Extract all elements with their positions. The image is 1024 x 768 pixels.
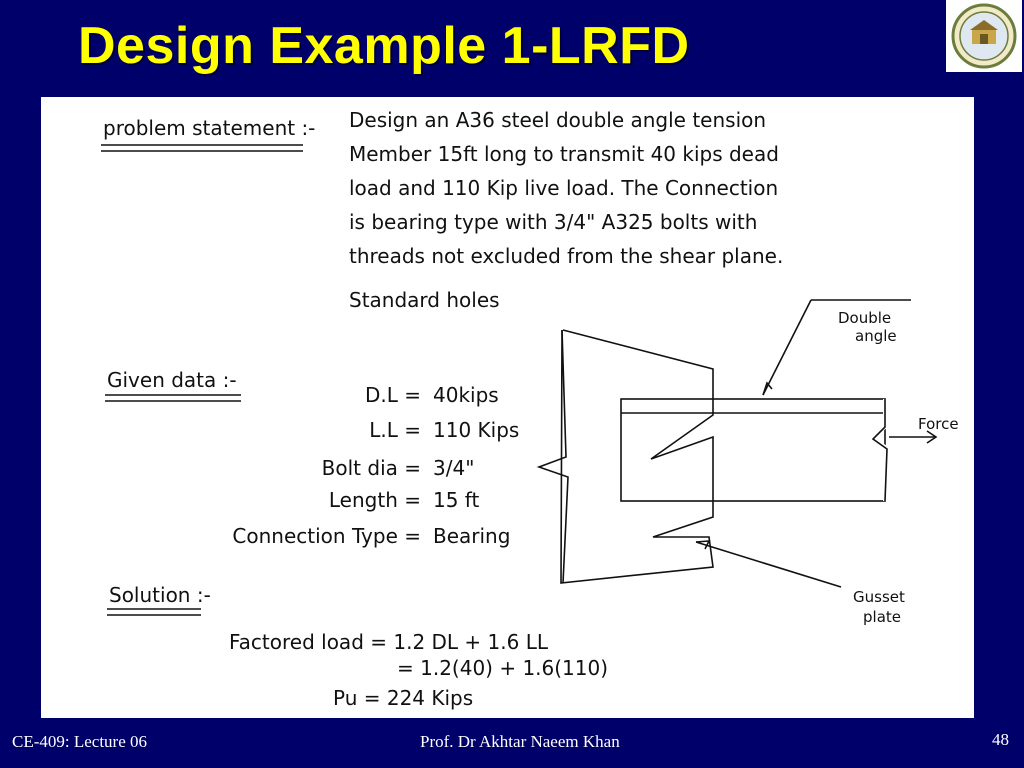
given-value: Bearing (433, 524, 510, 548)
problem-statement-heading: problem statement :- (103, 116, 315, 140)
gusset-plate-notch (536, 329, 569, 584)
double-angle-member (620, 398, 886, 502)
given-label: L.L = (369, 418, 421, 442)
solution-line: Pu = 224 Kips (333, 686, 473, 710)
university-seal-icon (951, 3, 1017, 69)
given-value: 40kips (433, 383, 499, 407)
university-logo (946, 0, 1022, 72)
gusset-plate-leader (695, 541, 842, 588)
double-angle-label: Double (838, 309, 891, 327)
footer-author: Prof. Dr Akhtar Naeem Khan (420, 732, 620, 751)
problem-line: load and 110 Kip live load. The Connecti… (349, 176, 778, 200)
problem-line: Standard holes (349, 288, 500, 312)
double-angle-label: angle (855, 327, 897, 345)
solution-line: = 1.2(40) + 1.6(110) (397, 656, 608, 680)
given-value: 3/4" (433, 456, 474, 480)
problem-line: Member 15ft long to transmit 40 kips dea… (349, 142, 779, 166)
given-label: Bolt dia = (322, 456, 421, 480)
solution-heading: Solution :- (109, 583, 211, 607)
problem-line: Design an A36 steel double angle tension (349, 108, 766, 132)
given-label: D.L = (365, 383, 421, 407)
slide-number: 48 (992, 730, 1009, 749)
member-break-line (871, 399, 888, 502)
handwritten-notes-sheet: problem statement :- Design an A36 steel… (41, 97, 974, 718)
solution-line: Factored load = 1.2 DL + 1.6 LL (229, 630, 549, 654)
problem-line: threads not excluded from the shear plan… (349, 244, 783, 268)
given-label: Connection Type = (232, 524, 421, 548)
connection-diagram (536, 299, 938, 588)
gusset-plate-label: Gusset (853, 588, 905, 606)
footer-course: CE-409: Lecture 06 (12, 732, 148, 751)
given-value: 15 ft (433, 488, 479, 512)
force-label: Force (918, 415, 959, 433)
given-label: Length = (329, 488, 421, 512)
given-data-list: D.L = 40kips L.L = 110 Kips Bolt dia = 3… (232, 383, 519, 548)
problem-line: is bearing type with 3/4" A325 bolts wit… (349, 210, 757, 234)
gusset-plate-outline (560, 329, 714, 584)
given-data-heading: Given data :- (107, 368, 237, 392)
given-value: 110 Kips (433, 418, 519, 442)
gusset-plate-label: plate (863, 608, 901, 626)
slide-title: Design Example 1-LRFD (78, 17, 690, 75)
